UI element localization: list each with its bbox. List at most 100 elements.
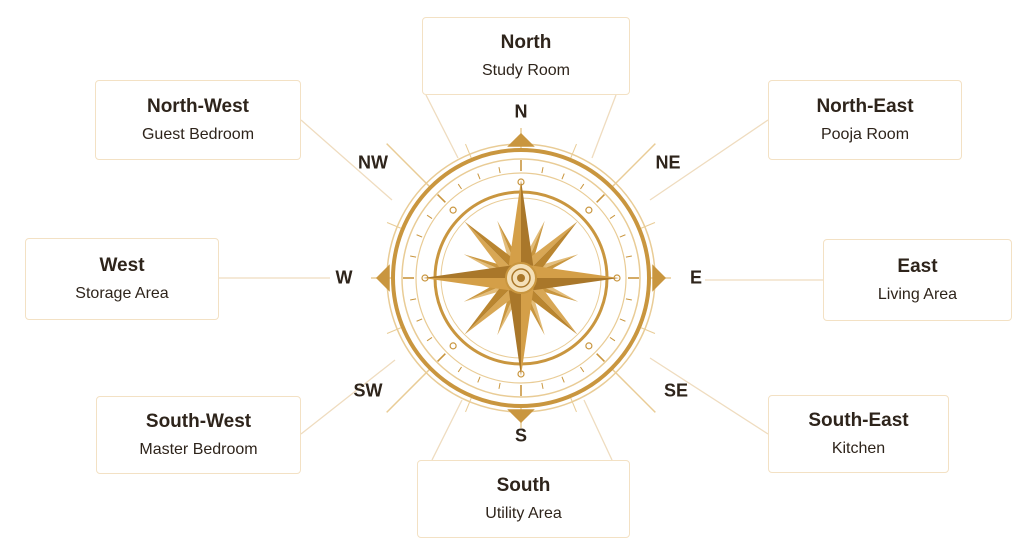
compass-label-w: W [335,267,353,288]
connector-south-2 [583,399,613,461]
compass-ornament-3 [585,342,593,350]
compass-minor-ray-5 [386,327,402,334]
compass-tick-21 [426,337,433,342]
compass-arrowhead-2 [507,409,535,423]
compass-minor-ray-2 [640,327,656,334]
connector-lines [219,94,823,461]
connector-north [425,94,459,159]
compass-rose [371,128,671,428]
compass-tick-28 [436,193,446,203]
room-name-north: Study Room [481,61,571,79]
compass-ring-3 [415,172,627,384]
room-box-south: South Utility Area [417,460,630,538]
compass-tick-20 [436,353,446,363]
compass-point-left-card-1 [521,264,619,278]
compass-tick-4 [596,193,606,203]
compass-tick-18 [477,376,481,383]
compass-point-right-card-0 [521,180,535,278]
compass-label-s: S [514,425,528,446]
compass-tick-10 [619,318,626,322]
compass-ray-7 [386,143,432,189]
room-name-north-west: Guest Bedroom [141,125,255,143]
compass-tick-22 [416,318,423,322]
compass-label-sw: SW [353,380,383,401]
compass-tick-19 [457,366,462,373]
compass-arrowhead-3 [376,264,390,292]
compass-tick-30 [477,173,481,180]
compass-tick-5 [609,214,616,219]
compass-tick-23 [410,298,417,301]
compass-label-nw: NW [358,152,388,173]
room-direction-north: North [500,31,552,53]
connector-north-east [649,119,769,201]
room-name-west: Storage Area [75,284,169,302]
room-direction-north-east: North-East [816,95,914,117]
connector-north-2 [591,94,617,159]
compass-minor-ray-3 [570,397,577,413]
compass-tick-25 [410,255,417,258]
compass-tick-3 [580,183,585,190]
compass-tick-6 [619,234,626,238]
compass-tick-2 [561,173,565,180]
compass-outer-ring [391,148,651,408]
compass-label-e: E [689,267,703,288]
compass-point-left-card-0 [507,180,521,278]
room-direction-south-east: South-East [808,409,909,431]
compass-tick-14 [561,376,565,383]
compass-ring-2 [401,158,641,398]
room-box-north-east: North-East Pooja Room [768,80,962,160]
compass-label-ne: NE [655,152,681,173]
compass-minor-ray-7 [465,143,472,159]
room-direction-south: South [496,474,551,496]
room-box-east: East Living Area [823,239,1012,321]
compass-label-se: SE [663,380,689,401]
compass-tick-12 [596,353,606,363]
compass-ray-5 [386,367,432,413]
connector-south [431,399,463,461]
connector-south-west [300,359,396,435]
compass-minor-ray-4 [465,397,472,413]
compass-tick-31 [498,167,501,174]
compass-tick-9 [625,298,632,301]
connector-south-east [649,357,769,435]
room-box-south-east: South-East Kitchen [768,395,949,473]
compass-hub-center [517,274,525,282]
compass-tick-17 [498,382,501,389]
compass-point-right-card-2 [507,278,521,376]
compass-ornament-7 [449,206,457,214]
compass-point-right-card-1 [521,278,619,292]
compass-hub-ring [511,268,531,288]
compass-ornament-1 [585,206,593,214]
room-direction-east: East [897,255,938,277]
room-box-north-west: North-West Guest Bedroom [95,80,301,160]
room-direction-west: West [99,254,145,276]
compass-tick-27 [426,214,433,219]
compass-arrowhead-0 [507,133,535,147]
compass-tick-26 [416,234,423,238]
compass-tick-11 [609,337,616,342]
compass-tick-7 [625,255,632,258]
compass-tick-15 [541,382,544,389]
room-box-west: West Storage Area [25,238,219,320]
compass-point-left-card-2 [521,278,535,376]
compass-point-left-card-3 [423,278,521,292]
connector-north-west [300,119,393,201]
compass-ray-1 [610,143,656,189]
room-direction-north-west: North-West [146,95,250,117]
room-box-south-west: South-West Master Bedroom [96,396,301,474]
room-name-south-west: Master Bedroom [139,440,258,458]
room-name-east: Living Area [877,285,958,303]
room-name-north-east: Pooja Room [820,125,910,143]
room-name-south: Utility Area [485,504,562,522]
compass-point-right-card-3 [423,264,521,278]
compass-tick-1 [541,167,544,174]
compass-minor-ray-0 [570,143,577,159]
room-direction-south-west: South-West [145,410,252,432]
compass-ray-3 [610,367,656,413]
compass-arrowhead-1 [652,264,666,292]
room-box-north: North Study Room [422,17,630,95]
compass-minor-ray-6 [386,222,402,229]
compass-tick-29 [457,183,462,190]
